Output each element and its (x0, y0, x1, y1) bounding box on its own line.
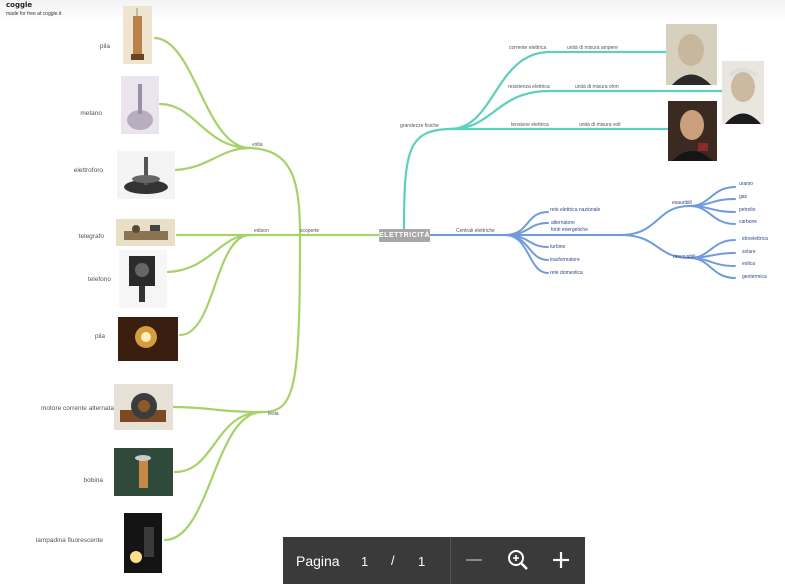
image-lampadina-fluorescente (124, 513, 162, 573)
image-lampadina (118, 317, 178, 361)
image-telegrafo (116, 219, 175, 246)
page-toolbar: Pagina 1 / 1 (283, 537, 585, 584)
leaf-geotermica[interactable]: geotermica (742, 274, 767, 280)
leaf-volta-2[interactable]: metano (80, 110, 102, 117)
leaf-carbone[interactable]: carbone (739, 219, 757, 225)
node-rete-nazionale[interactable]: rete elettrica nazionale (550, 207, 601, 213)
node-esauribili[interactable]: esauribili (672, 200, 692, 206)
node-unita-ampere[interactable]: unità di misura ampere (567, 45, 618, 51)
node-volta[interactable]: volta (252, 142, 263, 148)
center-node[interactable]: ELETTRICITÀ (379, 229, 430, 242)
grandezze-branch-lines (402, 50, 724, 232)
leaf-tesla-2[interactable]: bobina (83, 477, 103, 484)
node-tesla[interactable]: tesla (268, 411, 279, 417)
leaf-edison-2[interactable]: telefono (88, 276, 112, 283)
add-button[interactable] (546, 545, 576, 575)
leaf-edison-3[interactable]: pila (95, 333, 106, 340)
node-rete-domestica[interactable]: rete domestica (550, 270, 583, 276)
image-metano (121, 76, 159, 134)
page-separator: / (391, 553, 395, 568)
node-trasformatore[interactable]: trasformatore (550, 257, 580, 263)
node-scoperte[interactable]: scoperte (300, 228, 319, 234)
zoom-out-icon (466, 559, 482, 561)
brand-logo: coggle (6, 1, 33, 9)
zoom-in-icon (508, 550, 528, 570)
node-edison[interactable]: edison (254, 228, 269, 234)
leaf-idroelettrica[interactable]: idroelettrica (742, 236, 768, 242)
image-telefono (119, 250, 167, 308)
page-total: 1 (418, 554, 426, 569)
node-resistenza[interactable]: resistenza elettrica (508, 84, 550, 90)
leaf-volta-3[interactable]: elettroforo (74, 167, 104, 174)
node-unita-volt[interactable]: unità di misura volt (579, 122, 621, 128)
brand-tagline: made for free at coggle.it (6, 11, 62, 17)
node-tensione[interactable]: tensione elettrica (511, 122, 549, 128)
top-bar (0, 0, 785, 20)
leaf-eolica[interactable]: eolica (742, 261, 755, 267)
page-number-input[interactable]: 1 (361, 554, 369, 569)
image-ohm (722, 61, 764, 124)
image-bobina (114, 448, 173, 496)
zoom-in-button[interactable] (503, 545, 533, 575)
leaf-tesla-3[interactable]: lampadina fluorescente (36, 537, 104, 544)
node-unita-ohm[interactable]: unità di misura ohm (575, 84, 619, 90)
page-label: Pagina (296, 553, 340, 569)
toolbar-divider (450, 537, 451, 584)
centrali-branch-lines (429, 186, 736, 279)
node-corrente[interactable]: corrente elettrica (509, 45, 546, 51)
image-elettroforo (117, 151, 175, 199)
leaf-petrolio[interactable]: petrolio (739, 207, 756, 213)
image-ampere (666, 24, 717, 85)
node-rinnovabili[interactable]: rinnovabili (673, 254, 696, 260)
node-centrali[interactable]: Centrali elettriche (456, 228, 495, 234)
node-fonti-energetiche[interactable]: fonti energetiche (551, 227, 588, 233)
leaf-tesla-1[interactable]: motore corrente alternata (41, 405, 114, 412)
node-grandezze[interactable]: grandezze fisiche (400, 123, 439, 129)
leaf-uranio[interactable]: uranio (739, 181, 753, 187)
node-turbine[interactable]: turbine (550, 244, 566, 250)
zoom-out-button[interactable] (459, 545, 489, 575)
leaf-solare[interactable]: solare (742, 249, 756, 255)
node-alternatore[interactable]: alternatore (551, 220, 575, 226)
image-motore (114, 384, 173, 430)
scoperte-branch-lines (153, 36, 382, 542)
plus-icon (553, 552, 569, 568)
leaf-gas[interactable]: gas (739, 194, 748, 200)
leaf-volta-1[interactable]: pila (100, 43, 111, 50)
leaf-edison-1[interactable]: telegrafo (79, 233, 105, 240)
image-pila-volta (123, 6, 152, 64)
image-volta (668, 101, 717, 161)
